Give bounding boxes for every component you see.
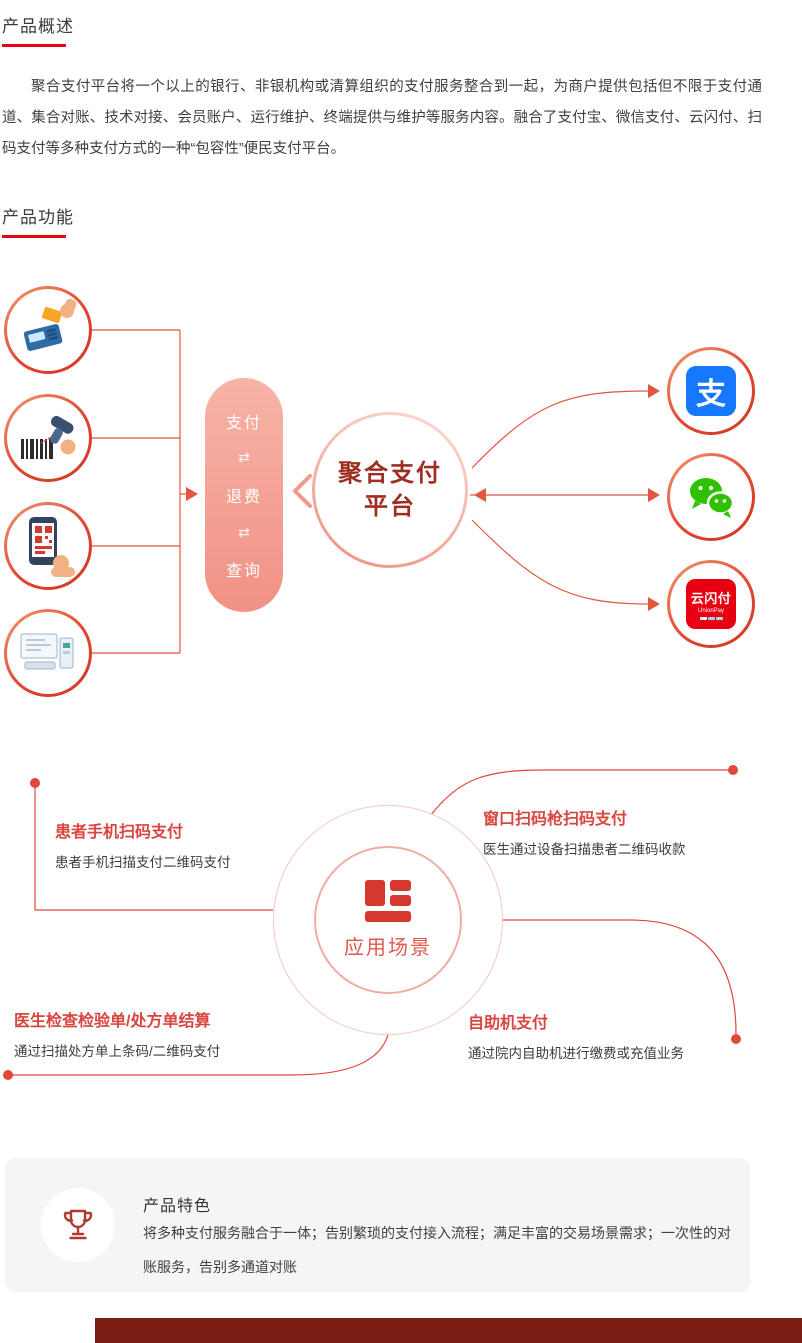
application-grid-icon [365, 880, 411, 922]
input-circle-terminal [4, 609, 92, 697]
pill-item-pay: 支付 [225, 414, 262, 432]
platform-name-line2: 平台 [364, 493, 416, 520]
scenario-title: 自助机支付 [468, 1015, 549, 1032]
input-circle-barcode [4, 394, 92, 482]
scenario-desc: 患者手机扫描支付二维码支付 [55, 855, 231, 870]
alipay-glyph: 支 [696, 378, 726, 411]
channel-circle-alipay: 支 [667, 347, 755, 435]
features-body: 将多种支付服务融合于一体；告别繁琐的支付接入流程；满足丰富的交易场景需求；一次性… [143, 1225, 731, 1275]
double-arrow-icon: ⇄ [238, 523, 250, 540]
unionpay-quickpass-icon: 云闪付 UnionPay [686, 579, 736, 629]
unionpay-sublabel: UnionPay [697, 608, 724, 614]
footer-bar [95, 1318, 802, 1343]
scenario-desc: 医生通过设备扫描患者二维码收款 [483, 842, 686, 857]
double-arrow-icon: ⇄ [238, 449, 250, 466]
self-service-terminal-icon [20, 633, 74, 670]
channel-circle-wechat [667, 453, 755, 541]
alipay-icon: 支 [686, 366, 736, 416]
scenario-self-service: 自助机支付 通过院内自助机进行缴费或充值业务 [468, 1009, 684, 1062]
pill-item-refund: 退费 [225, 488, 262, 506]
scenario-window-scanner: 窗口扫码枪扫码支付 医生通过设备扫描患者二维码收款 [483, 805, 686, 858]
pay-refund-query-pill: 支付 ⇄ 退费 ⇄ 查询 [205, 378, 283, 612]
features-badge-circle [41, 1188, 115, 1262]
functions-title-underline [2, 235, 66, 238]
barcode-scanner-icon [21, 415, 76, 459]
features-card: 产品特色 将多种支付服务融合于一体；告别繁琐的支付接入流程；满足丰富的交易场景需… [5, 1158, 750, 1292]
scenario-doctor-slip: 医生检查检验单/处方单结算 通过扫描处方单上条码/二维码支付 [14, 1007, 220, 1060]
wechat-pay-icon [690, 478, 735, 518]
unionpay-stripes-icon [699, 617, 723, 620]
input-circle-qr-phone [4, 502, 92, 590]
scenario-title: 患者手机扫码支付 [55, 824, 184, 841]
pill-item-query: 查询 [225, 563, 262, 581]
trophy-icon [63, 1209, 93, 1240]
scenario-patient-phone: 患者手机扫码支付 患者手机扫描支付二维码支付 [55, 818, 231, 871]
scenarios-connector-lines [3, 765, 741, 1080]
functions-connector-lines [92, 329, 660, 654]
scenario-desc: 通过扫描处方单上条码/二维码支付 [14, 1044, 221, 1059]
overview-paragraph: 聚合支付平台将一个以上的银行、非银机构或清算组织的支付服务整合到一起，为商户提供… [2, 79, 762, 157]
platform-circle: 聚合支付 平台 [312, 412, 468, 568]
scenarios-diagram: 应用场景 患者手机扫码支付 患者手机扫描支付二维码支付 窗口扫码枪扫码支付 医生… [0, 760, 802, 1100]
chevron-left-icon [293, 474, 312, 508]
section-title-overview: 产品概述 [2, 17, 74, 36]
scenarios-center-label: 应用场景 [344, 937, 432, 959]
scenario-title: 医生检查检验单/处方单结算 [14, 1013, 211, 1030]
section-title-functions: 产品功能 [2, 208, 74, 227]
overview-title-underline [2, 44, 66, 47]
channel-circle-unionpay: 云闪付 UnionPay [667, 560, 755, 648]
input-circle-pos [4, 286, 92, 374]
unionpay-label: 云闪付 [690, 591, 732, 606]
features-title: 产品特色 [143, 1198, 212, 1215]
pos-terminal-payment-icon [23, 298, 77, 351]
scenario-title: 窗口扫码枪扫码支付 [483, 811, 628, 828]
scenario-desc: 通过院内自助机进行缴费或充值业务 [468, 1046, 684, 1061]
scenarios-inner-circle: 应用场景 [314, 846, 462, 994]
qr-code-phone-payment-icon [29, 517, 75, 577]
scenarios-outer-circle [273, 805, 503, 1035]
functions-diagram: 支付 ⇄ 退费 ⇄ 查询 聚合支付 平台 支 [0, 268, 802, 738]
platform-name-line1: 聚合支付 [338, 460, 442, 487]
